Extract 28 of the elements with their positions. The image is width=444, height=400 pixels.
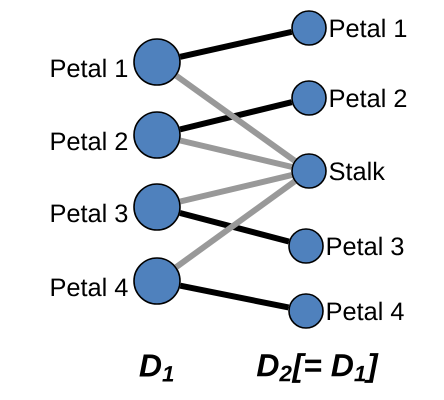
connector-line [180,28,292,60]
connector-line [180,282,290,310]
circle-node [133,183,181,231]
connector-line [174,73,296,164]
connector-line [179,99,292,132]
circle-node [133,257,181,305]
node-label: Petal 1 [52,58,128,78]
circle-node [291,10,327,46]
connector-line [174,179,296,270]
circle-node [291,80,327,116]
connector-line [179,138,292,170]
circle-node [133,38,181,86]
circle-node [133,111,181,159]
connector-line [179,210,290,244]
axis-label: D$_{1}$ [139,354,174,382]
connector-line [179,172,292,204]
circle-node [288,293,324,329]
node-label: Petal 1 [330,18,406,38]
circle-node [291,153,327,189]
node-label: Petal 3 [328,236,404,256]
node-label: Petal 4 [328,302,404,320]
node-label: Petal 3 [52,204,128,222]
node-label: Petal 2 [52,132,128,150]
circle-node [288,228,324,264]
node-label: Stalk [330,162,385,180]
node-label: Petal 2 [330,88,406,108]
node-label: Petal 4 [52,278,128,296]
axis-label: D$_{2}$[= D$_{1}$] [256,353,379,383]
